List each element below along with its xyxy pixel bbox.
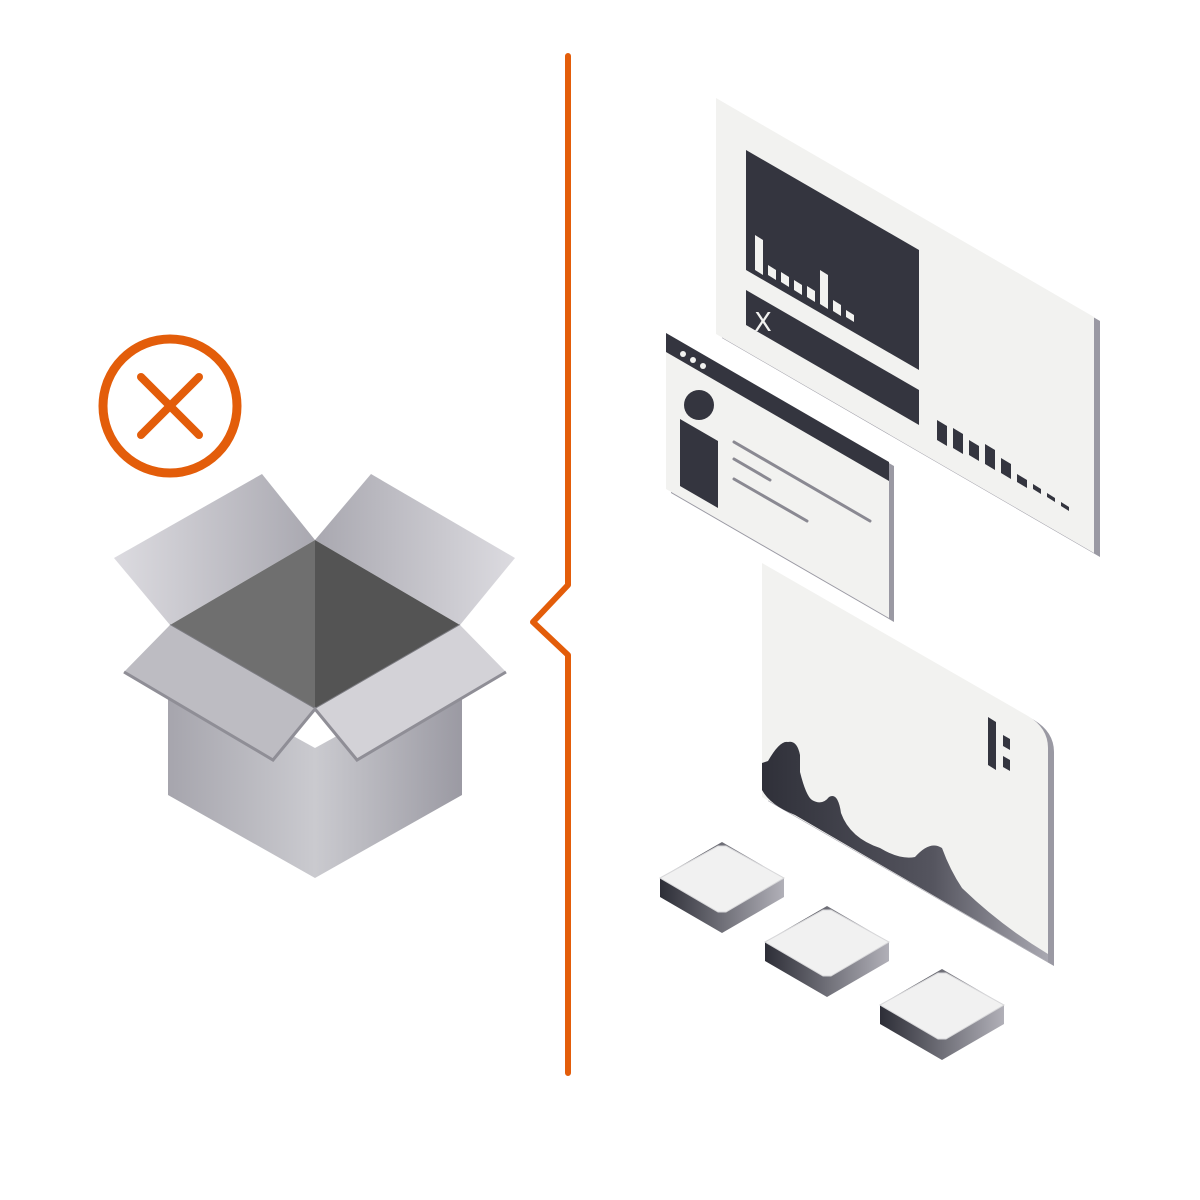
browser-window (666, 333, 894, 622)
box-front-flap-left (124, 625, 315, 760)
content-text-lines (732, 440, 872, 523)
box-interior-left (170, 540, 315, 709)
box-back-flap-left (114, 474, 315, 625)
browser-title-bar (666, 333, 889, 481)
window-dots-icon (680, 351, 706, 369)
dashboard-panel: X (716, 98, 1100, 557)
chart-legend-marks (988, 717, 1010, 771)
box-interior-right (315, 540, 460, 709)
key-tile-3 (878, 969, 1006, 1060)
box-back-flap-right (315, 474, 515, 625)
avatar (684, 390, 714, 420)
box-front-flap-right (315, 625, 506, 760)
x-circle-icon (98, 334, 242, 478)
key-tile-1 (658, 842, 786, 933)
video-screen (746, 150, 919, 370)
open-box-icon (114, 474, 515, 878)
video-control-bar (746, 290, 919, 425)
panel-bar-sequence (937, 420, 1069, 511)
area-wave-chart (762, 741, 1048, 962)
video-chart-bars (755, 235, 854, 322)
key-tile-2 (763, 906, 891, 997)
chart-card (762, 563, 1054, 966)
video-close-label: X (754, 308, 772, 338)
content-image-block (680, 419, 718, 508)
broken-line-divider (530, 53, 571, 1076)
